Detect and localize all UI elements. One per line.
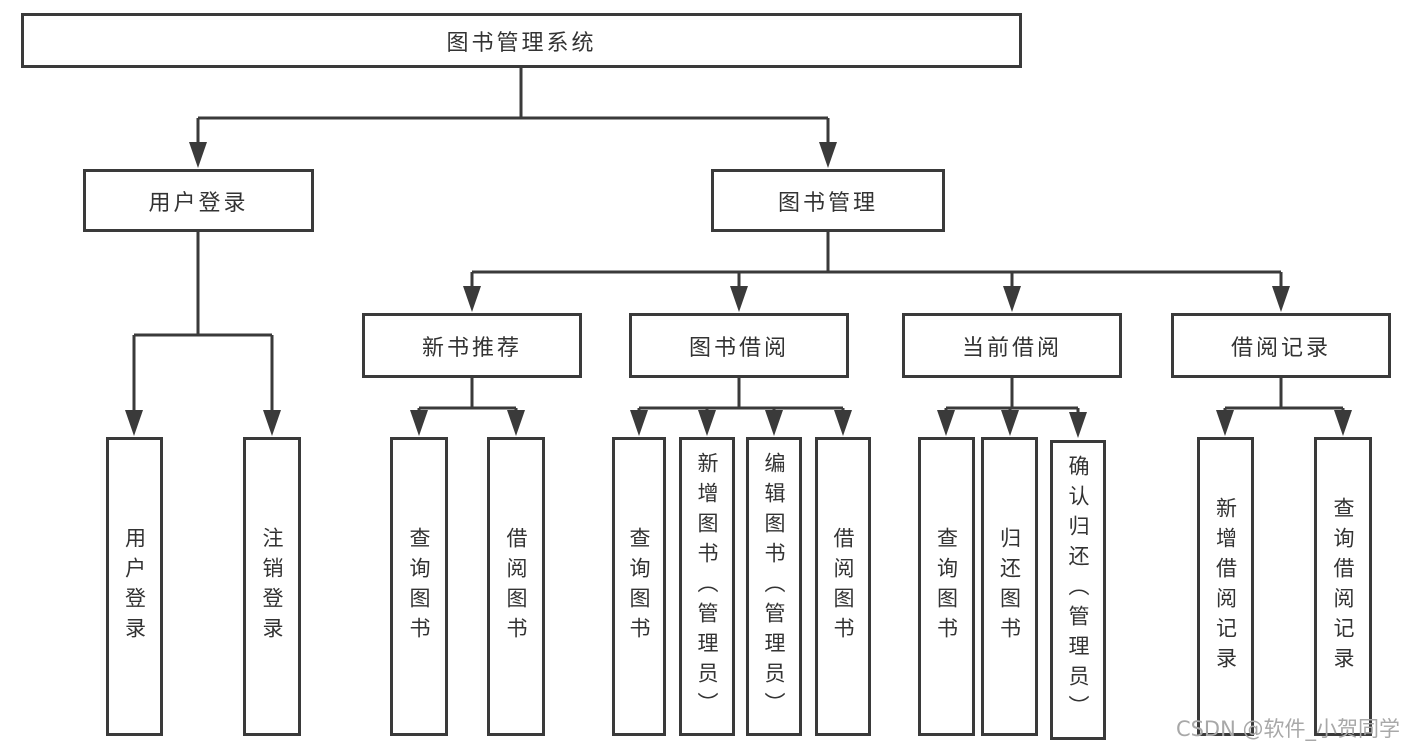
node-leaf-query-borrow-record: 查询借阅记录	[1314, 437, 1372, 736]
arrow-down-icon	[125, 410, 143, 436]
arrow-down-icon	[1216, 410, 1234, 436]
arrow-down-icon	[630, 410, 648, 436]
arrow-down-icon	[730, 286, 748, 312]
node-leaf-borrow-books-1: 借阅图书	[487, 437, 545, 736]
arrow-down-icon	[698, 410, 716, 436]
arrow-down-icon	[263, 410, 281, 436]
arrow-down-icon	[1334, 410, 1352, 436]
node-book-borrow: 图书借阅	[629, 313, 849, 378]
node-leaf-return-book: 归还图书	[981, 437, 1038, 736]
node-leaf-confirm-return-admin: 确认归还（管理员）	[1050, 440, 1106, 740]
node-user-login: 用户登录	[83, 169, 314, 232]
connector-new-book-children	[410, 378, 525, 436]
connector-book-borrow-children	[630, 378, 852, 436]
arrow-down-icon	[1069, 412, 1087, 438]
arrow-down-icon	[507, 410, 525, 436]
arrow-down-icon	[189, 142, 207, 168]
arrow-down-icon	[1272, 286, 1290, 312]
node-leaf-borrow-books-2: 借阅图书	[815, 437, 871, 736]
node-borrow-records: 借阅记录	[1171, 313, 1391, 378]
node-new-book-recommend: 新书推荐	[362, 313, 582, 378]
arrow-down-icon	[410, 410, 428, 436]
node-leaf-user-login: 用户登录	[106, 437, 163, 736]
node-root-library-system: 图书管理系统	[21, 13, 1022, 68]
connector-root-to-level2	[189, 68, 837, 168]
node-leaf-query-books-1: 查询图书	[390, 437, 448, 736]
arrow-down-icon	[765, 410, 783, 436]
node-leaf-query-books-3: 查询图书	[918, 437, 975, 736]
node-leaf-add-borrow-record: 新增借阅记录	[1197, 437, 1254, 736]
node-book-management: 图书管理	[711, 169, 945, 232]
node-leaf-query-books-2: 查询图书	[612, 437, 666, 736]
node-leaf-logout: 注销登录	[243, 437, 301, 736]
arrow-down-icon	[1001, 410, 1019, 436]
connector-current-borrow-children	[937, 378, 1087, 438]
node-leaf-add-book-admin: 新增图书（管理员）	[679, 437, 735, 736]
arrow-down-icon	[937, 410, 955, 436]
arrow-down-icon	[463, 286, 481, 312]
connector-user-login-children	[125, 232, 281, 436]
node-current-borrow: 当前借阅	[902, 313, 1122, 378]
node-leaf-edit-book-admin: 编辑图书（管理员）	[746, 437, 802, 736]
arrow-down-icon	[1003, 286, 1021, 312]
csdn-watermark: CSDN @软件_小贺同学	[1175, 717, 1400, 741]
connector-book-mgmt-children	[463, 232, 1290, 312]
arrow-down-icon	[819, 142, 837, 168]
connector-records-children	[1216, 378, 1352, 436]
arrow-down-icon	[834, 410, 852, 436]
